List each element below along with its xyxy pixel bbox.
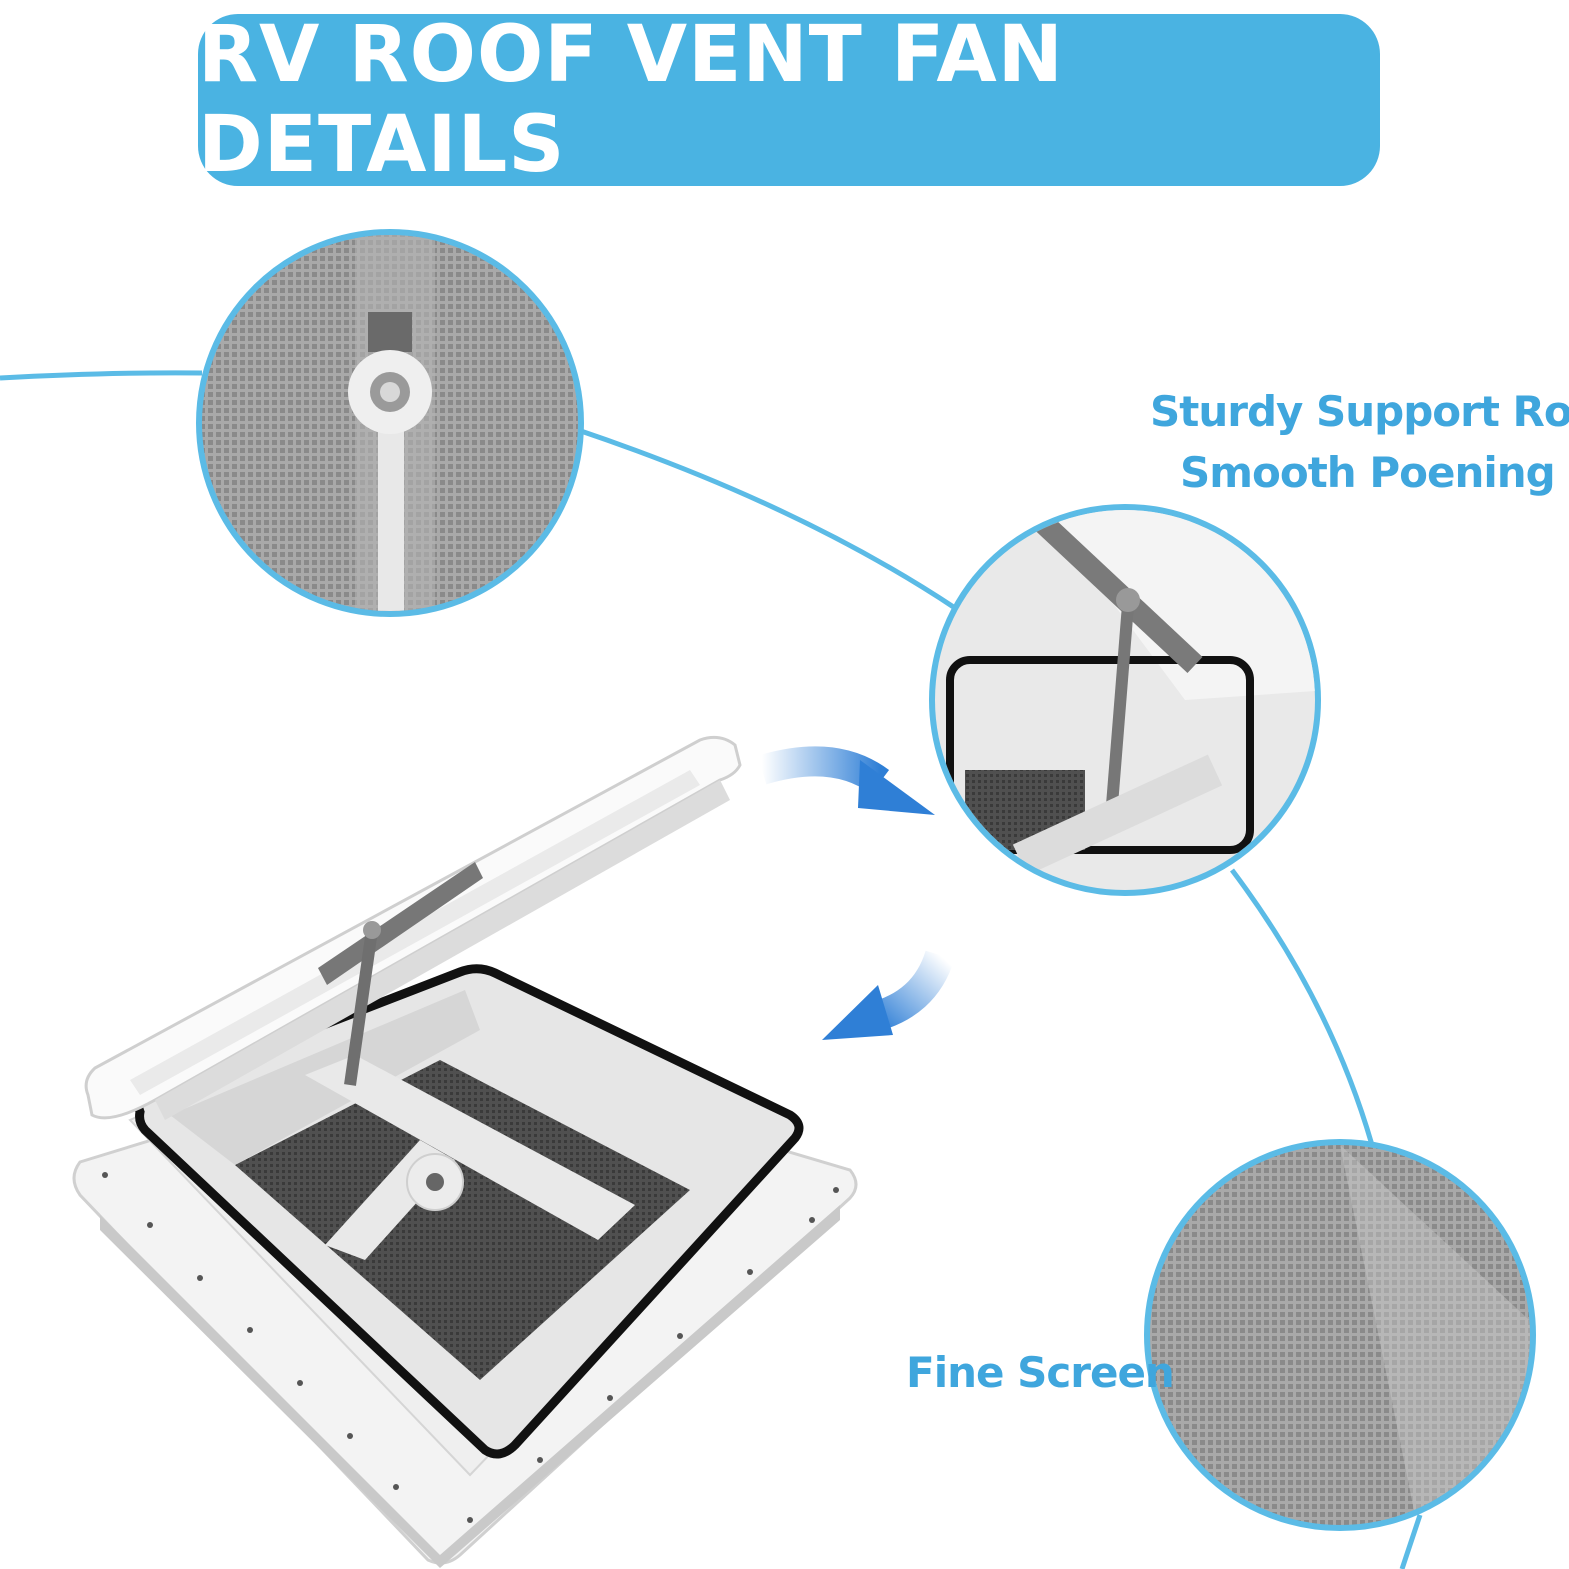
open-arrow-icon [757, 746, 935, 815]
connector-lines [0, 370, 1423, 1569]
detail-circle-bracket [196, 229, 584, 617]
roof-vent-product [72, 735, 858, 1568]
page-title: RV ROOF VENT FAN DETAILS [198, 10, 1064, 190]
detail-circle-fine-screen [1144, 1139, 1536, 1531]
smooth-opening-label: Smooth Poening [1180, 448, 1556, 497]
close-arrow-icon [822, 950, 955, 1040]
title-banner: RV ROOF VENT FAN DETAILS [198, 10, 1380, 190]
fine-screen-label: Fine Screen [906, 1348, 1175, 1397]
support-rod-label: Sturdy Support Rod [1150, 387, 1569, 436]
detail-circle-support-rod [929, 504, 1321, 896]
